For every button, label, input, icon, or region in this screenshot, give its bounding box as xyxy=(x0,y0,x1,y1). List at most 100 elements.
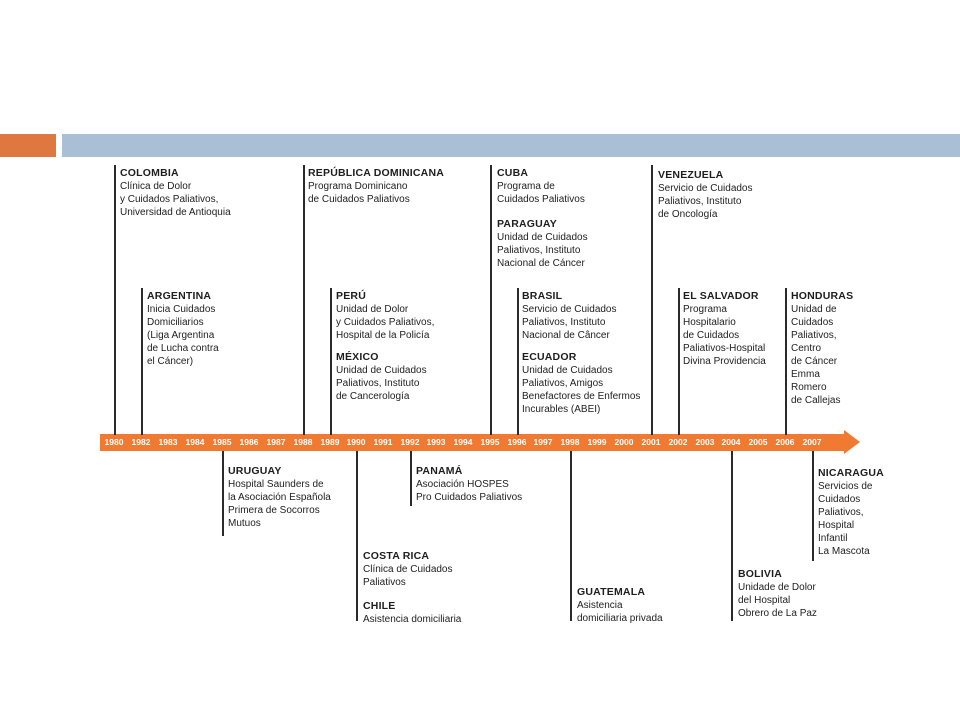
event-description: Programa de xyxy=(497,181,555,192)
country-name: ARGENTINA xyxy=(147,290,212,302)
event-description: Mutuos xyxy=(228,518,261,529)
event-description: Hospital Saunders de xyxy=(228,479,324,490)
event-description: Inicia Cuidados xyxy=(147,304,216,315)
country-name: PARAGUAY xyxy=(497,218,557,230)
year-label: 1988 xyxy=(293,437,313,447)
event-description: Universidad de Antioquia xyxy=(120,207,231,218)
event-description: Asociación HOSPES xyxy=(416,479,509,490)
country-name: COSTA RICA xyxy=(363,550,430,562)
event-description: Clínica de Cuidados xyxy=(363,564,453,575)
year-label: 2005 xyxy=(748,437,768,447)
event-description: Nacional de Câncer xyxy=(522,330,610,341)
event-description: Unidad de Cuidados xyxy=(497,232,588,243)
year-label: 2001 xyxy=(641,437,661,447)
country-name: URUGUAY xyxy=(228,465,282,477)
event-description: Programa Dominicano xyxy=(308,181,408,192)
event-cuba: CUBA Programa de Cuidados Paliativos xyxy=(497,167,585,206)
connector-line xyxy=(678,288,680,435)
year-label: 1997 xyxy=(533,437,553,447)
event-description: de Oncología xyxy=(658,209,718,220)
year-label: 1985 xyxy=(212,437,232,447)
country-name: COLOMBIA xyxy=(120,167,179,179)
connector-line xyxy=(731,451,733,621)
event-description: Emma xyxy=(791,369,820,380)
connector-line xyxy=(114,165,116,435)
event-description: Hospital xyxy=(818,520,855,531)
event-description: Servicio de Cuidados xyxy=(658,183,753,194)
year-label: 1986 xyxy=(239,437,259,447)
timeline-axis xyxy=(100,434,844,451)
year-label: 1995 xyxy=(480,437,500,447)
event-description: de Callejas xyxy=(791,395,841,406)
year-label: 1992 xyxy=(400,437,420,447)
event-description: Paliativos, Instituto xyxy=(658,196,742,207)
event-description: Paliativos, xyxy=(791,330,837,341)
connector-line xyxy=(141,288,143,435)
event-description: de Lucha contra xyxy=(147,343,219,354)
year-label: 1982 xyxy=(131,437,151,447)
event-description: Pro Cuidados Paliativos xyxy=(416,492,523,503)
event-description: de Cancerología xyxy=(336,391,410,402)
event-description: Cuidados Paliativos xyxy=(497,194,585,205)
event-description: Incurables (ABEI) xyxy=(522,404,601,415)
event-chile: CHILE Asistencia domiciliaria xyxy=(363,600,461,626)
event-description: Nacional de Cáncer xyxy=(497,258,585,269)
event-description: Primera de Socorros xyxy=(228,505,320,516)
year-label: 1991 xyxy=(373,437,393,447)
country-name: GUATEMALA xyxy=(577,586,646,598)
event-description: Paliativos xyxy=(363,577,406,588)
connector-line xyxy=(222,451,224,536)
connector-line xyxy=(570,451,572,621)
event-description: y Cuidados Paliativos, xyxy=(120,194,219,205)
event-description: Romero xyxy=(791,382,827,393)
year-label: 2007 xyxy=(802,437,822,447)
year-label: 1994 xyxy=(453,437,473,447)
year-label: 1989 xyxy=(320,437,340,447)
connector-line xyxy=(490,165,492,435)
connector-line xyxy=(330,288,332,435)
country-name: BOLIVIA xyxy=(738,568,782,580)
year-label: 1999 xyxy=(587,437,607,447)
event-description: Unidad de Dolor xyxy=(336,304,409,315)
year-label: 2006 xyxy=(775,437,795,447)
event-description: Paliativos, Instituto xyxy=(522,317,606,328)
event-description: Benefactores de Enfermos xyxy=(522,391,641,402)
country-name: BRASIL xyxy=(522,290,563,302)
year-label: 1980 xyxy=(104,437,124,447)
connector-line xyxy=(517,288,519,435)
connector-line xyxy=(410,451,412,506)
header-accent-orange xyxy=(0,134,56,157)
country-name: PERÚ xyxy=(336,290,366,302)
timeline-arrow-head xyxy=(844,430,860,454)
country-name: REPÚBLICA DOMINICANA xyxy=(308,167,445,179)
year-label: 1983 xyxy=(158,437,178,447)
year-label: 2003 xyxy=(695,437,715,447)
event-description: Hospitalario xyxy=(683,317,736,328)
event-description: Cuidados xyxy=(818,494,861,505)
event-description: la Asociación Española xyxy=(228,492,331,503)
event-description: Paliativos, Amigos xyxy=(522,378,604,389)
event-description: del Hospital xyxy=(738,595,791,606)
connector-line xyxy=(812,451,814,561)
country-name: CHILE xyxy=(363,600,396,612)
year-label: 2002 xyxy=(668,437,688,447)
year-label: 1998 xyxy=(560,437,580,447)
country-name: CUBA xyxy=(497,167,529,179)
event-description: Servicio de Cuidados xyxy=(522,304,617,315)
header-accent-blue xyxy=(62,134,960,157)
event-description: Asistencia domiciliaria xyxy=(363,614,462,625)
event-description: Programa xyxy=(683,304,727,315)
year-label: 1987 xyxy=(266,437,286,447)
